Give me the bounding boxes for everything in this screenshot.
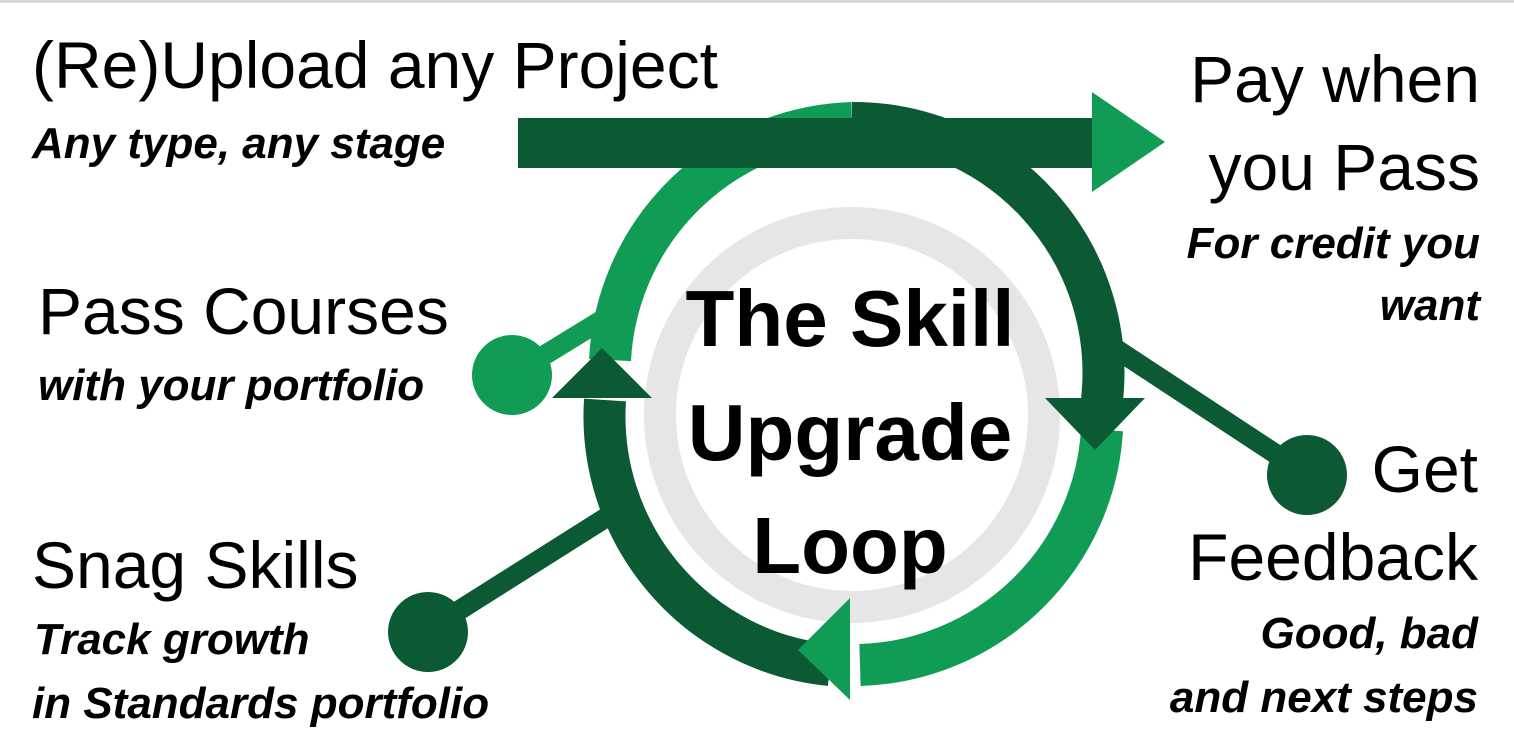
inner-ring	[644, 207, 1060, 623]
skills-title: Snag Skills	[32, 528, 359, 602]
loop-arrow-up	[552, 348, 652, 398]
pay-title-line1: Pay when	[1190, 42, 1480, 116]
feedback-title-line2: Feedback	[1188, 520, 1478, 594]
top-divider	[0, 0, 1514, 3]
node-skills	[388, 592, 468, 672]
loop-arrow-down	[1045, 398, 1145, 450]
skills-subtitle-line2: in Standards portfolio	[32, 679, 490, 728]
node-courses	[472, 335, 552, 415]
loop-arrow-left	[798, 598, 850, 700]
loop-segment-left	[583, 398, 833, 686]
node-feedback	[1267, 435, 1347, 515]
feedback-title-line1: Get	[1371, 432, 1478, 506]
pay-subtitle-line2: want	[1379, 281, 1480, 330]
upload-arrow-shaft	[518, 118, 1098, 168]
pay-title-line2: you Pass	[1208, 130, 1480, 204]
loop-title-line1: The Skill	[685, 274, 1015, 363]
feedback-subtitle-line1: Good, bad	[1260, 609, 1478, 658]
pay-subtitle-line1: For credit you	[1186, 219, 1480, 268]
loop-title-line2: Upgrade	[687, 387, 1013, 477]
upload-arrow-head	[1092, 92, 1165, 192]
loop-title-line3: Loop	[752, 501, 948, 591]
loop-segment-bottom-right	[859, 428, 1123, 686]
loop-title: The Skill Upgrade Loop	[660, 262, 1040, 603]
upload-subtitle: Any type, any stage	[32, 119, 446, 168]
courses-subtitle: with your portfolio	[38, 361, 425, 410]
connector-feedback	[1104, 336, 1306, 479]
feedback-subtitle-line2: and next steps	[1169, 673, 1478, 722]
upload-title: (Re)Upload any Project	[32, 28, 718, 102]
courses-title: Pass Courses	[38, 274, 449, 348]
skills-subtitle-line1: Track growth	[34, 615, 310, 664]
